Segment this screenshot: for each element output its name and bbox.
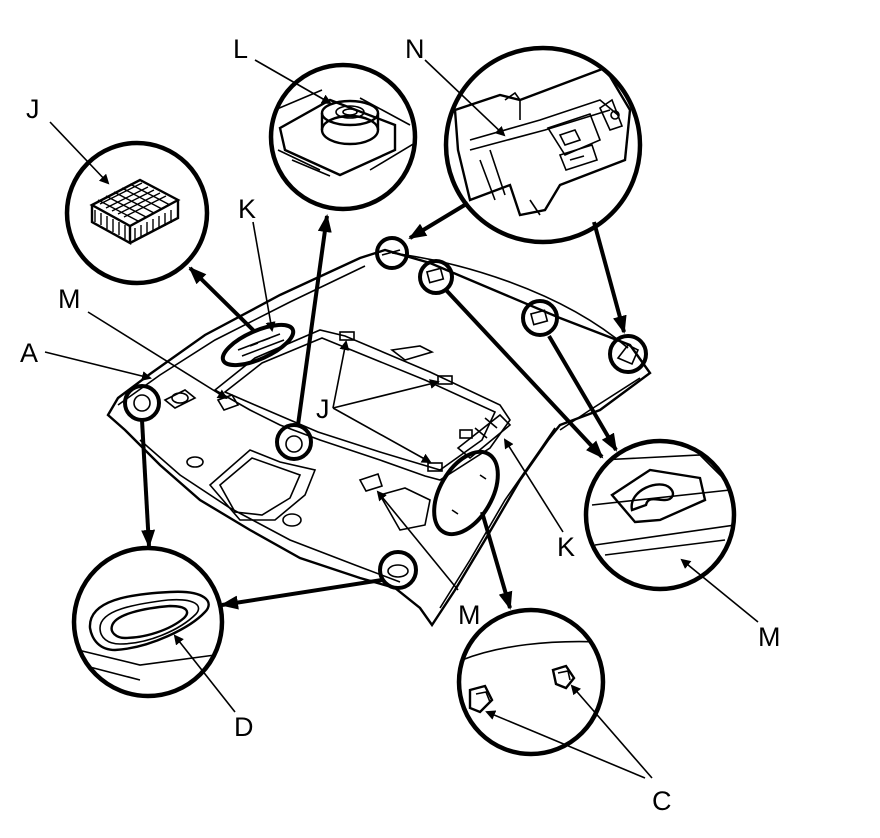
leader-lines bbox=[44, 59, 759, 779]
label-l: L bbox=[233, 34, 248, 64]
label-m-right: M bbox=[758, 622, 781, 652]
label-k-lower: K bbox=[557, 532, 575, 562]
label-a: A bbox=[20, 338, 38, 368]
label-n: N bbox=[405, 34, 425, 64]
detail-j-fastener bbox=[64, 140, 210, 286]
detail-m-clip bbox=[583, 438, 737, 592]
detail-d-recess bbox=[71, 545, 225, 699]
connector-arrows bbox=[140, 201, 627, 610]
detail-l-grommet bbox=[268, 62, 418, 212]
label-c: C bbox=[652, 786, 672, 816]
detail-c-clips bbox=[456, 607, 606, 757]
detail-n-bracket bbox=[443, 45, 643, 245]
label-j-detail: J bbox=[26, 94, 40, 124]
callout-labels: J L N K M A J K M M D C bbox=[20, 34, 781, 816]
label-m-center: M bbox=[458, 600, 481, 630]
label-m-left: M bbox=[58, 284, 81, 314]
top-clip-line bbox=[391, 252, 629, 349]
label-k-upper: K bbox=[238, 194, 256, 224]
label-j-panel: J bbox=[316, 394, 330, 424]
label-d: D bbox=[234, 712, 254, 742]
